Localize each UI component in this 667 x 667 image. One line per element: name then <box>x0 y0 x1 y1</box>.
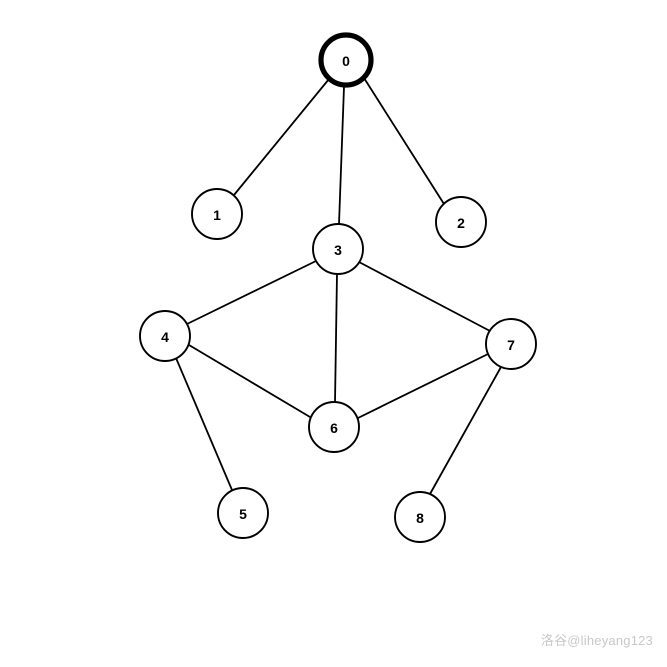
graph-node-1[interactable]: 1 <box>191 188 243 240</box>
graph-node-5[interactable]: 5 <box>217 487 269 539</box>
graph-edge-3-6 <box>334 273 338 403</box>
graph-node-circle-2[interactable] <box>435 196 487 248</box>
graph-node-circle-4[interactable] <box>139 310 191 362</box>
graph-node-6[interactable]: 6 <box>308 401 360 453</box>
watermark: 洛谷@liheyang123 <box>540 633 653 648</box>
graph-node-circle-6[interactable] <box>308 401 360 453</box>
graph-node-4[interactable]: 4 <box>139 310 191 362</box>
graph-node-8[interactable]: 8 <box>394 491 446 543</box>
graph-edge-4-5 <box>175 357 233 491</box>
graph-node-2[interactable]: 2 <box>435 196 487 248</box>
graph-node-label-7: 7 <box>507 337 515 353</box>
graph-node-circle-7[interactable] <box>485 318 537 370</box>
graph-node-circle-3[interactable] <box>312 223 364 275</box>
node-layer: 0 1 2 3 4 5 6 7 8 <box>139 32 537 543</box>
graph-edge-0-3 <box>338 86 345 225</box>
graph-edge-7-8 <box>429 366 502 495</box>
graph-node-label-6: 6 <box>330 420 338 436</box>
graph-node-circle-1[interactable] <box>191 188 243 240</box>
graph-node-label-2: 2 <box>457 215 465 231</box>
graph-node-circle-8[interactable] <box>394 491 446 543</box>
graph-edge-0-2 <box>363 77 445 205</box>
graph-edge-3-4 <box>186 260 317 325</box>
graph-node-label-8: 8 <box>416 510 424 526</box>
graph-node-label-1: 1 <box>213 207 221 223</box>
graph-edge-3-7 <box>358 261 491 332</box>
graph-node-7[interactable]: 7 <box>485 318 537 370</box>
graph-edge-6-7 <box>357 353 489 419</box>
graph-node-circle-0[interactable] <box>318 32 374 88</box>
graph-node-3[interactable]: 3 <box>312 223 364 275</box>
graph-node-label-3: 3 <box>334 242 342 258</box>
graph-edge-0-1 <box>233 78 330 196</box>
graph-edge-4-6 <box>188 344 311 418</box>
graph-node-label-0: 0 <box>342 53 350 69</box>
edge-layer <box>175 77 502 495</box>
graph-node-circle-5[interactable] <box>217 487 269 539</box>
graph-node-0[interactable]: 0 <box>318 32 374 88</box>
graph-node-label-5: 5 <box>239 506 247 522</box>
graph-node-label-4: 4 <box>161 329 169 345</box>
